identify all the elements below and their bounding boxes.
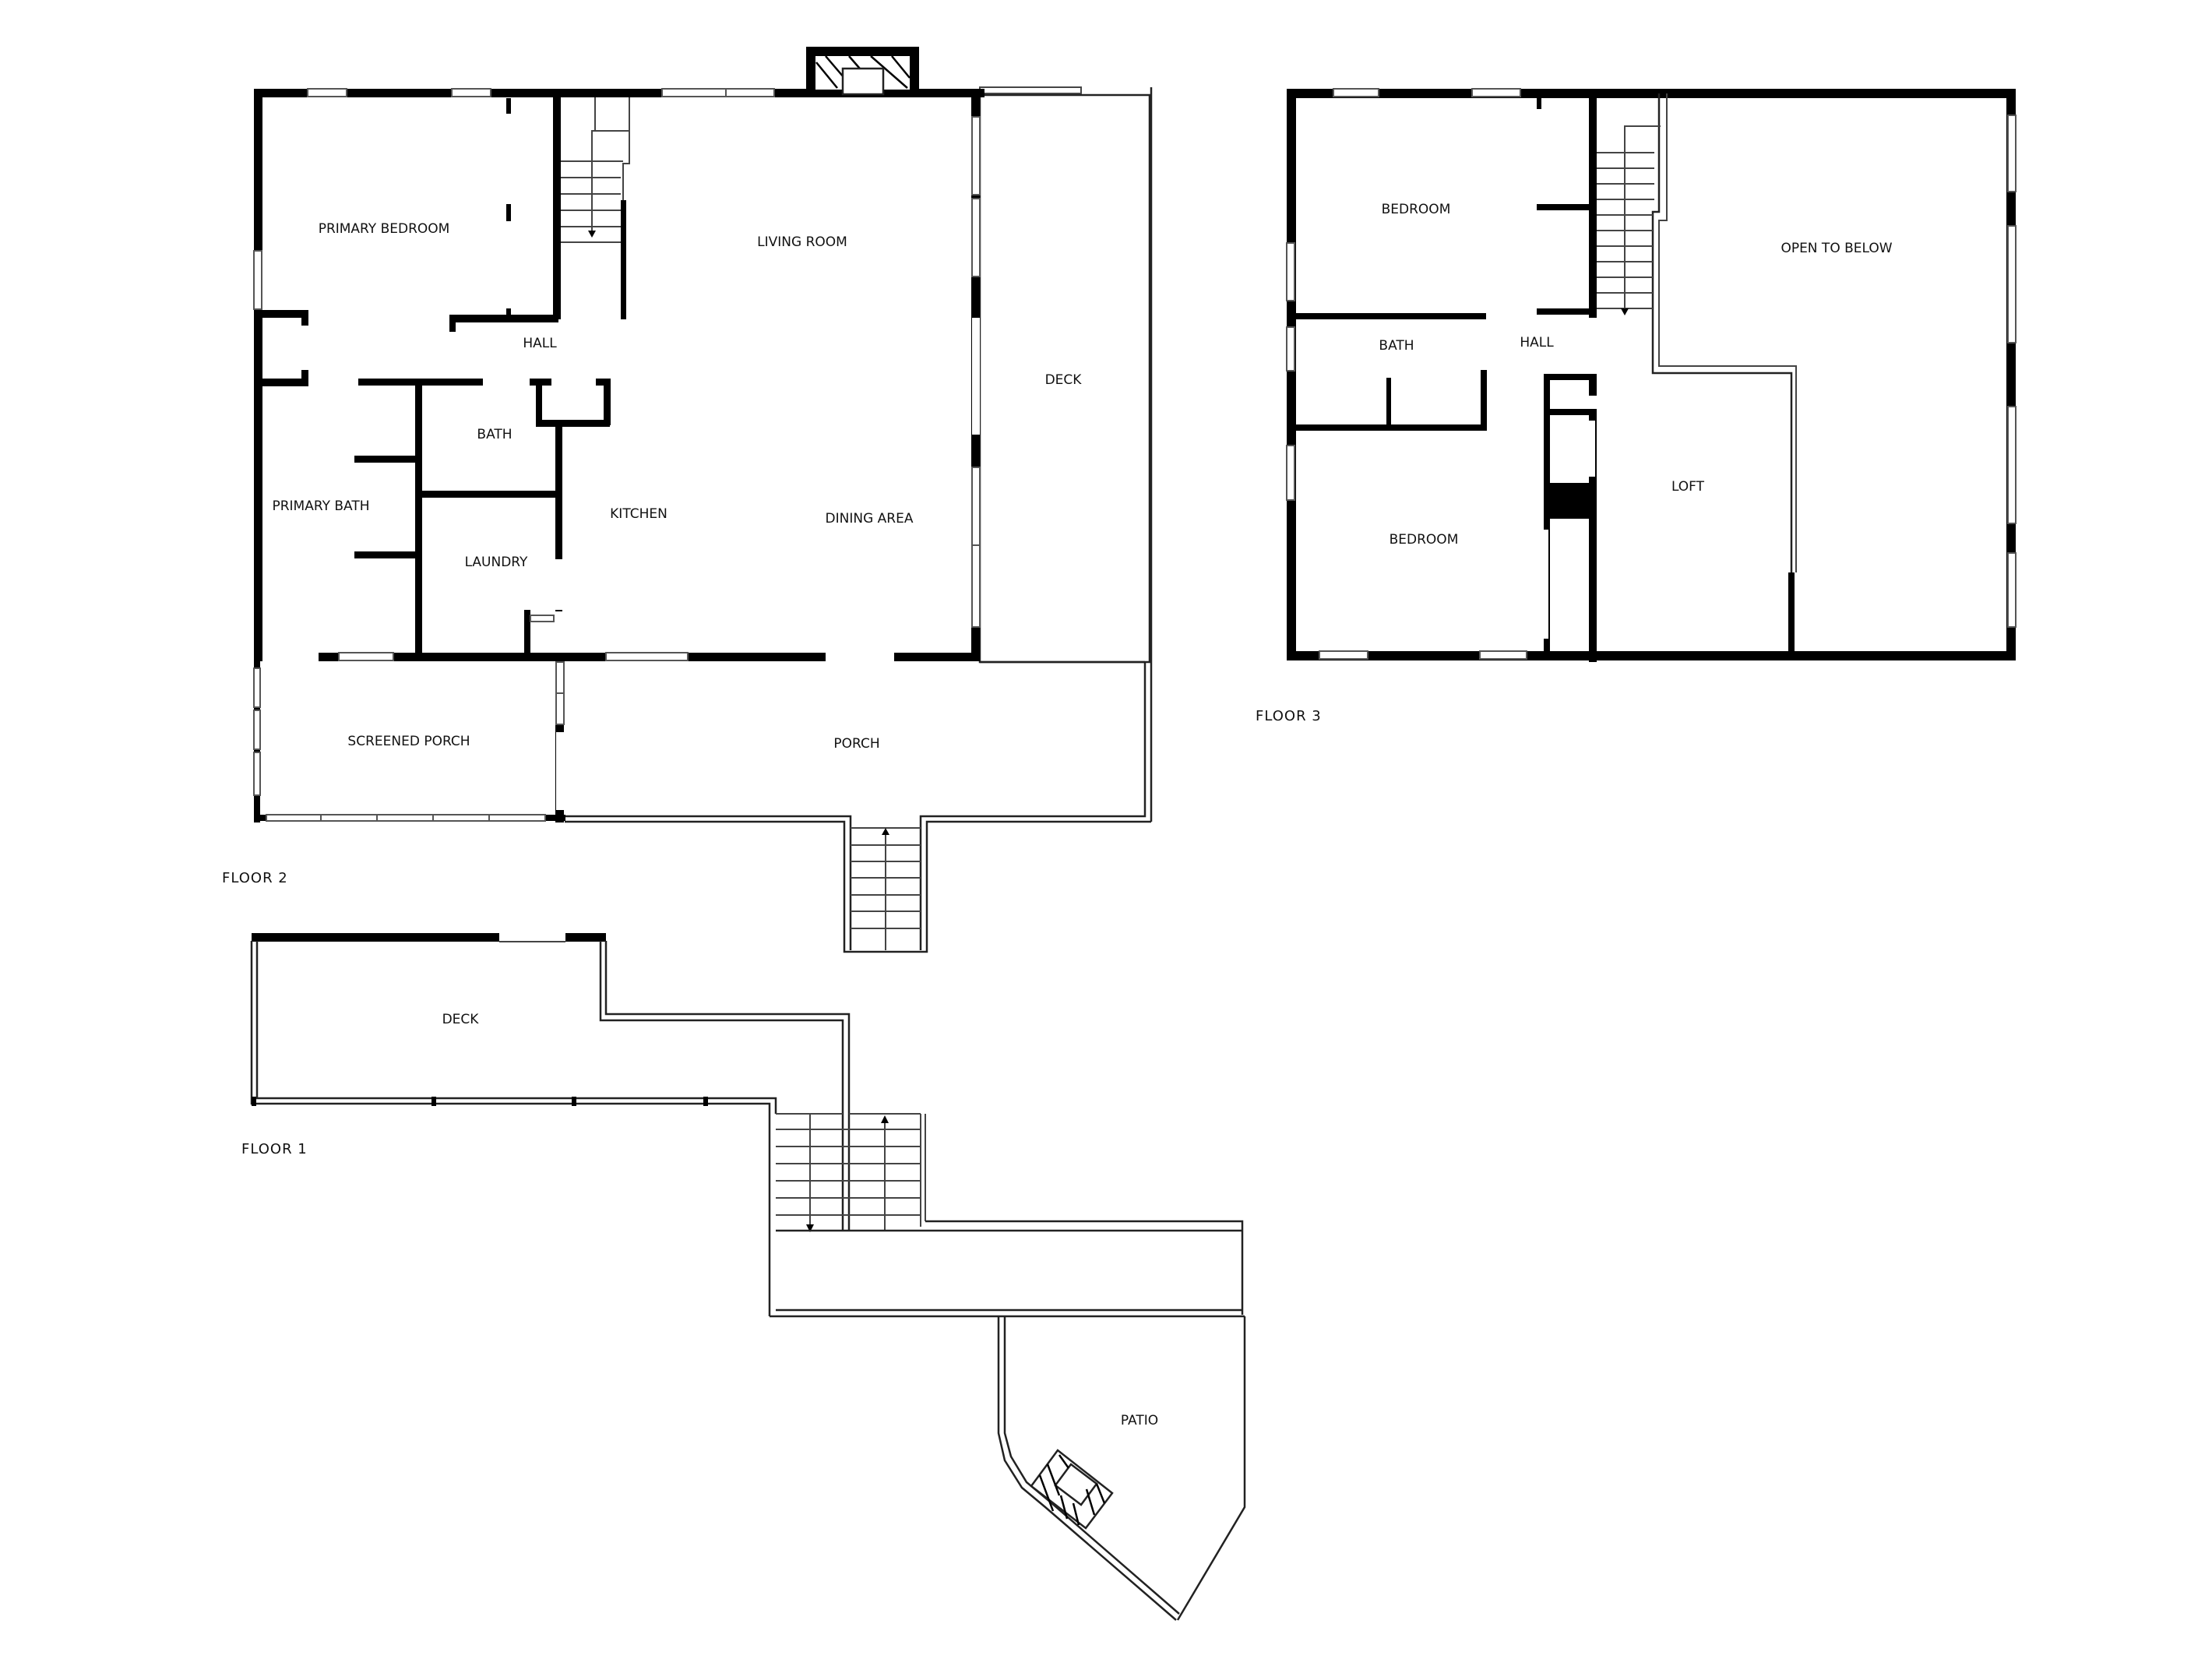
- room-label-laundry: LAUNDRY: [465, 555, 528, 570]
- porch-stairs: [851, 827, 921, 950]
- floor-3-plan: BEDROOM OPEN TO BELOW BATH HALL LOFT BED…: [1256, 88, 2017, 724]
- porch-outline: [565, 660, 1151, 953]
- room-label-screened-porch: SCREENED PORCH: [347, 734, 470, 749]
- room-label-primary-bath: PRIMARY BATH: [272, 498, 369, 514]
- patio-outline: [997, 1316, 1246, 1621]
- floor-2-interior-walls: [254, 93, 626, 657]
- room-label-loft: LOFT: [1671, 479, 1705, 495]
- room-label-deck-f1: DECK: [442, 1012, 480, 1027]
- floor-2-exterior-walls: [254, 47, 984, 822]
- room-label-open-to-below: OPEN TO BELOW: [1781, 241, 1892, 256]
- floor-2-windows: [253, 88, 981, 822]
- stair-down-arrow-icon: [588, 231, 596, 238]
- room-label-bath-f3: BATH: [1379, 338, 1414, 354]
- stair-down-arrow-icon: [806, 1224, 814, 1232]
- room-label-porch: PORCH: [833, 736, 879, 752]
- exterior-stairs-floor-1: [776, 1113, 926, 1232]
- interior-stairs-floor-2: [561, 97, 630, 243]
- stair-up-arrow-icon: [881, 1115, 889, 1123]
- room-label-bedroom-2: BEDROOM: [1390, 532, 1459, 548]
- room-label-primary-bedroom: PRIMARY BEDROOM: [319, 221, 450, 237]
- room-label-deck: DECK: [1045, 372, 1083, 388]
- stair-up-arrow-icon: [882, 828, 889, 835]
- room-label-dining-area: DINING AREA: [826, 511, 914, 527]
- fireplace-icon: [815, 55, 911, 96]
- room-label-bedroom-1: BEDROOM: [1382, 202, 1451, 217]
- room-label-bath: BATH: [477, 427, 512, 442]
- floor-label-3: FLOOR 3: [1256, 708, 1322, 724]
- room-label-hall-f3: HALL: [1520, 335, 1554, 350]
- patio-fireplace-icon: [1030, 1449, 1114, 1530]
- floor-1-plan: DECK PATIO FLOOR 1: [241, 933, 1246, 1621]
- room-label-patio: PATIO: [1121, 1413, 1158, 1428]
- floor-2-plan: PRIMARY BEDROOM HALL LIVING ROOM DECK BA…: [222, 47, 1153, 953]
- floor-2-deck-outline: [978, 86, 1153, 822]
- room-label-living-room: LIVING ROOM: [757, 234, 847, 250]
- room-label-kitchen: KITCHEN: [610, 506, 667, 522]
- interior-stairs-floor-3: [1597, 125, 1661, 315]
- room-label-hall: HALL: [523, 336, 557, 351]
- stair-down-arrow-icon: [1621, 308, 1629, 315]
- floor-label-2: FLOOR 2: [222, 870, 288, 886]
- floor-label-1: FLOOR 1: [241, 1141, 308, 1157]
